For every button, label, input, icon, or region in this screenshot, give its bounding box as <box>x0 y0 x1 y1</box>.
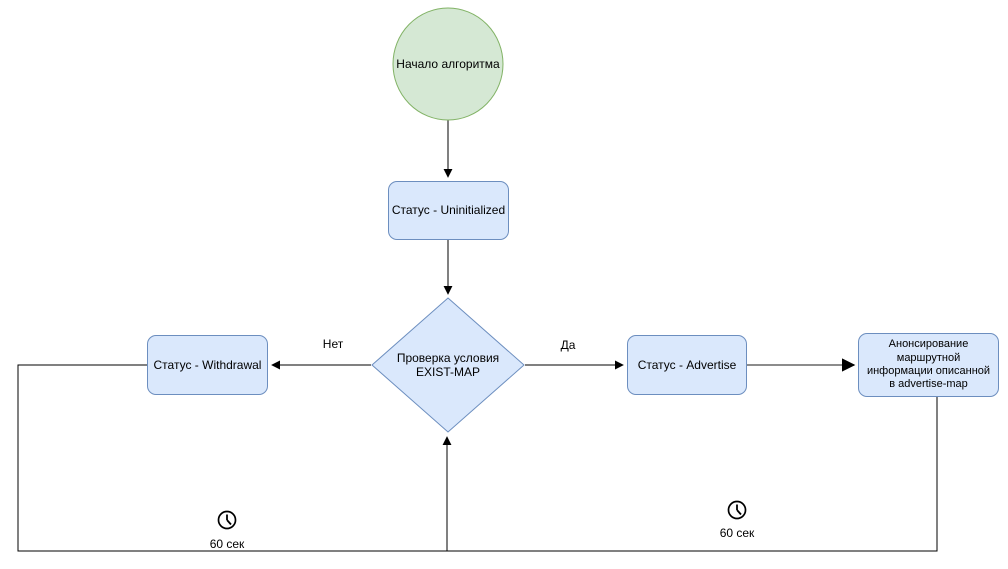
timer-right-label: 60 сек <box>719 526 755 540</box>
edge-withdrawal-loop <box>17 364 447 552</box>
timer-left-label: 60 сек <box>209 537 245 551</box>
edge-label-no: Нет <box>322 337 344 351</box>
advertise-node-label: Статус - Advertise <box>637 357 737 372</box>
advertise-node: Статус - Advertise <box>627 335 747 395</box>
edge-announce-loop <box>447 397 938 552</box>
announce-label-line-4: в advertise-map <box>889 378 968 391</box>
edge-label-yes: Да <box>560 338 576 352</box>
withdrawal-node: Статус - Withdrawal <box>147 335 268 395</box>
uninitialized-node-label: Статус - Uninitialized <box>391 203 506 217</box>
uninitialized-node: Статус - Uninitialized <box>388 181 509 240</box>
decision-node-shape <box>371 297 525 433</box>
timer-right-clock-icon <box>727 500 747 520</box>
start-node-shape <box>392 7 504 121</box>
timer-left-clock-icon <box>217 510 237 530</box>
announce-node: Анонсирование маршрутной информации опис… <box>858 333 999 397</box>
announce-label-line-1: Анонсирование <box>888 338 969 351</box>
announce-label-line-2: маршрутной <box>896 351 961 364</box>
announce-label-line-3: информации описанной <box>866 365 991 377</box>
withdrawal-node-label: Статус - Withdrawal <box>153 357 262 372</box>
